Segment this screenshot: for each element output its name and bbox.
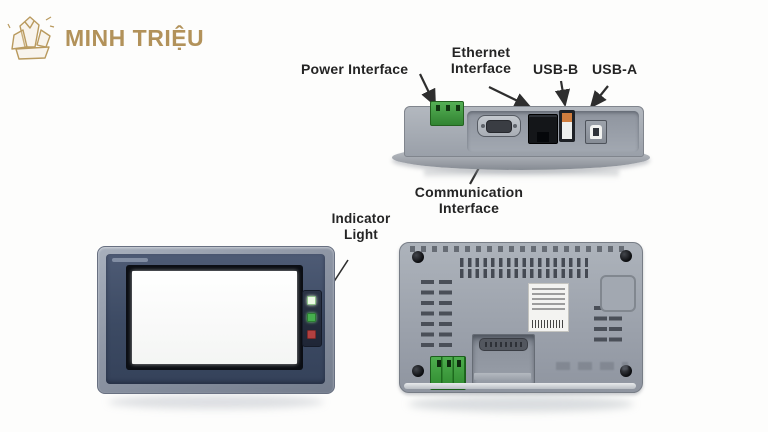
left-vent-column-1 [421,280,434,350]
status-led-top [307,296,316,305]
status-led-bottom [307,330,316,339]
ethernet-label-line1: Ethernet [451,44,511,60]
brand-logo[interactable]: MINH TRIỆU [6,12,204,64]
power-terminal [430,101,464,126]
back-bottom-edge-highlight [404,383,636,389]
db9-screw-right [513,124,517,128]
crystal-icon [7,16,55,60]
power-interface-label: Power Interface [301,61,409,77]
usb-a-label: USB-A [592,61,638,77]
touch-screen [132,271,297,364]
usb-a-port [585,120,607,144]
ethernet-rj45-port [528,114,558,144]
indicator-light-label: Indicator Light [326,211,396,243]
right-vent-column-1 [594,306,607,344]
brand-name: MINH TRIỆU [65,24,205,51]
back-port-markings [556,362,628,370]
cavity-connector [479,338,528,351]
screw-bottom-right [620,365,632,377]
right-vent-column-2 [609,306,622,344]
screw-bottom-left [412,365,424,377]
communication-interface-label: Communication Interface [410,184,528,216]
communication-label-line1: Communication [414,184,524,200]
indicator-label-line2: Light [344,227,378,242]
back-access-tab [600,275,636,312]
screw-top-right [620,250,632,262]
ethernet-label-line2: Interface [450,59,512,76]
communication-label-line2: Interface [438,200,500,216]
usb-b-port [559,110,575,142]
usb-b-arrow [554,80,571,108]
usb-a-arrow [589,85,609,109]
center-vent-row-1 [460,258,588,267]
top-view-reflection [424,170,619,179]
front-view-reflection [108,395,324,409]
product-label-sticker [528,283,569,332]
left-vent-column-2 [439,280,452,350]
back-view-reflection [408,396,634,412]
ethernet-arrow [488,86,532,108]
bezel-brand-mark [112,258,148,262]
db9-pin-block [486,120,512,133]
center-vent-row-2 [460,269,588,278]
power-arrow [419,73,436,107]
db9-screw-left [481,124,485,128]
ethernet-interface-label: Ethernet Interface [442,44,520,76]
cavity-bottom-lip [474,373,531,380]
mount-slot-strip [410,246,630,252]
status-led-middle [307,313,316,322]
usb-b-label: USB-B [533,61,579,77]
screw-top-left [412,251,424,263]
indicator-label-line1: Indicator [331,211,391,226]
